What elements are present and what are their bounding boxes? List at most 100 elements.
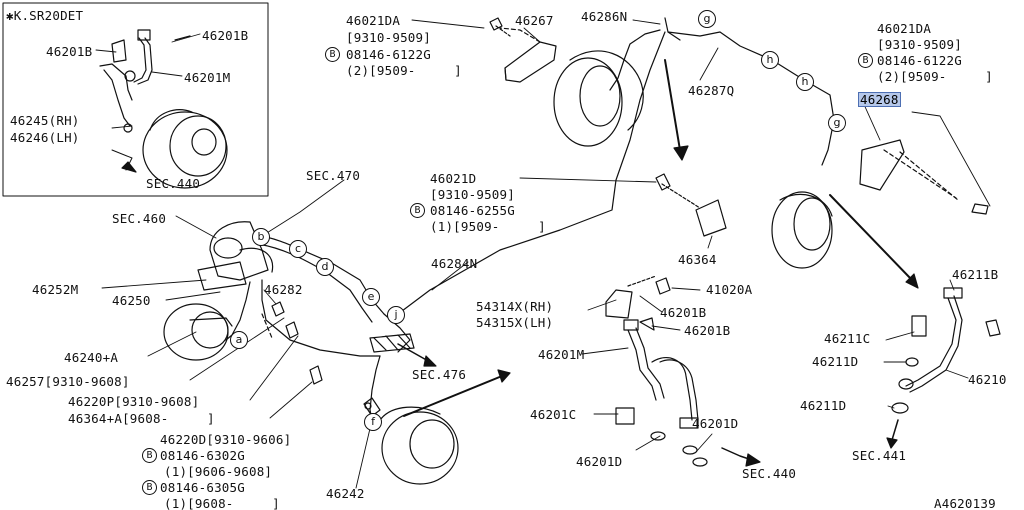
connector-b: b [252,228,270,246]
rotor-left-front [163,303,233,361]
label-46211D-a: 46211D [812,354,859,369]
inset-frame [2,2,269,197]
label-46021DA-right-range: [9310-9509] [877,37,962,52]
arrow-sec441 [891,419,899,441]
bolts-46257-46220P [261,301,323,385]
label-54315X: 54315X(LH) [476,315,554,330]
label-08146-6305G: 08146-6305G [160,480,245,495]
connector-c: c [289,240,307,258]
label-46021DA-top: 46021DA [346,13,401,28]
bolt-marker-46220D-2: B [142,480,157,495]
connector-e: e [362,288,380,306]
connector-d: d [316,258,334,276]
label-08146-6122G-top-range: (2)[9509- ] [346,63,462,78]
bracket-46268 [859,139,989,215]
drawing-number: A4620139 [934,496,996,510]
label-46287Q: 46287Q [688,83,735,98]
label-46211D-b: 46211D [800,398,847,413]
front-left-rotor [771,191,833,269]
connector-j: j [387,306,405,324]
label-46210: 46210 [968,372,1007,387]
label-46284N: 46284N [431,256,478,271]
label-46286N: 46286N [581,9,628,24]
connector-h-1: h [761,51,779,69]
label-46282: 46282 [264,282,303,297]
bolt-41020A [655,277,671,295]
label-46201C: 46201C [530,407,577,422]
label-inset-sec440: SEC.440 [146,176,201,191]
label-08146-6302G: 08146-6302G [160,448,245,463]
inset-title: ✱K.SR20DET [6,8,84,23]
label-46240A: 46240+A [64,350,119,365]
connector-g-top: g [698,10,716,28]
label-08146-6122G-right-range: (2)[9509- ] [877,69,993,84]
label-sec460: SEC.460 [112,211,167,226]
label-inset-46245: 46245(RH) [10,113,80,128]
clip-46201B [639,317,655,331]
label-46242: 46242 [326,486,365,501]
label-46201B-center-a: 46201B [660,305,707,320]
label-46267: 46267 [515,13,554,28]
arrow-sec476 [397,343,431,363]
label-46201D-b: 46201D [692,416,739,431]
leader-lines [95,19,991,489]
label-inset-46246: 46246(LH) [10,130,80,145]
label-sec470: SEC.470 [306,168,361,183]
label-46364A: 46364+A[9608- ] [68,411,215,426]
label-inset-46201B-b: 46201B [202,28,249,43]
label-inset-46201M: 46201M [184,70,231,85]
label-46257: 46257[9310-9608] [6,374,130,389]
bolt-marker-top: B [325,47,340,62]
label-46364: 46364 [678,252,717,267]
label-46021DA-top-range: [9310-9509] [346,30,431,45]
label-46021D: 46021D [430,171,477,186]
inset-hose-drawing [99,29,191,133]
inset-rotor-drawing [142,109,228,189]
label-46021D-range: [9310-9509] [430,187,515,202]
label-08146-6305G-range: (1)[9608- ] [164,496,280,510]
label-sec441: SEC.441 [852,448,907,463]
label-46268-highlighted[interactable]: 46268 [858,92,901,107]
label-08146-6122G-right: 08146-6122G [877,53,962,68]
connector-g-right: g [828,114,846,132]
label-46220D: 46220D[9310-9606] [160,432,292,447]
bolt-marker-46021D: B [410,203,425,218]
bolt-46021DA-top [489,17,511,37]
label-inset-46201B-a: 46201B [46,44,93,59]
label-46220P: 46220P[9310-9608] [68,394,200,409]
label-46211B: 46211B [952,267,999,282]
arrow-down-right [829,194,913,281]
label-46201M-center: 46201M [538,347,585,362]
bolt-marker-right: B [858,53,873,68]
connector-f: f [364,413,382,431]
bracket-46364 [655,173,727,237]
arrow-up-center [403,375,503,417]
abs-bracket [369,333,415,353]
hose-46201M-center [615,319,708,467]
rotor-left-rear [363,397,459,485]
label-46211C: 46211C [824,331,871,346]
bracket-46267 [499,27,557,83]
bracket-54314X [605,275,657,319]
label-54314X: 54314X(RH) [476,299,554,314]
front-right-rotor [553,50,644,147]
label-08146-6122G-top: 08146-6122G [346,47,431,62]
rear-hose-46210 [891,287,1001,414]
label-46201B-center-b: 46201B [684,323,731,338]
label-sec440: SEC.440 [742,466,797,481]
label-08146-6255G: 08146-6255G [430,203,515,218]
arrow-down-top [664,59,681,151]
connector-a: a [230,331,248,349]
label-46201D-a: 46201D [576,454,623,469]
label-46252M: 46252M [32,282,79,297]
connector-h-2: h [796,73,814,91]
label-46021DA-right: 46021DA [877,21,932,36]
label-08146-6302G-range: (1)[9606-9608] [164,464,273,479]
label-sec476: SEC.476 [412,367,467,382]
bolt-marker-46220D-1: B [142,448,157,463]
master-cylinder [197,221,274,291]
label-08146-6255G-range: (1)[9509- ] [430,219,546,234]
label-46250: 46250 [112,293,151,308]
